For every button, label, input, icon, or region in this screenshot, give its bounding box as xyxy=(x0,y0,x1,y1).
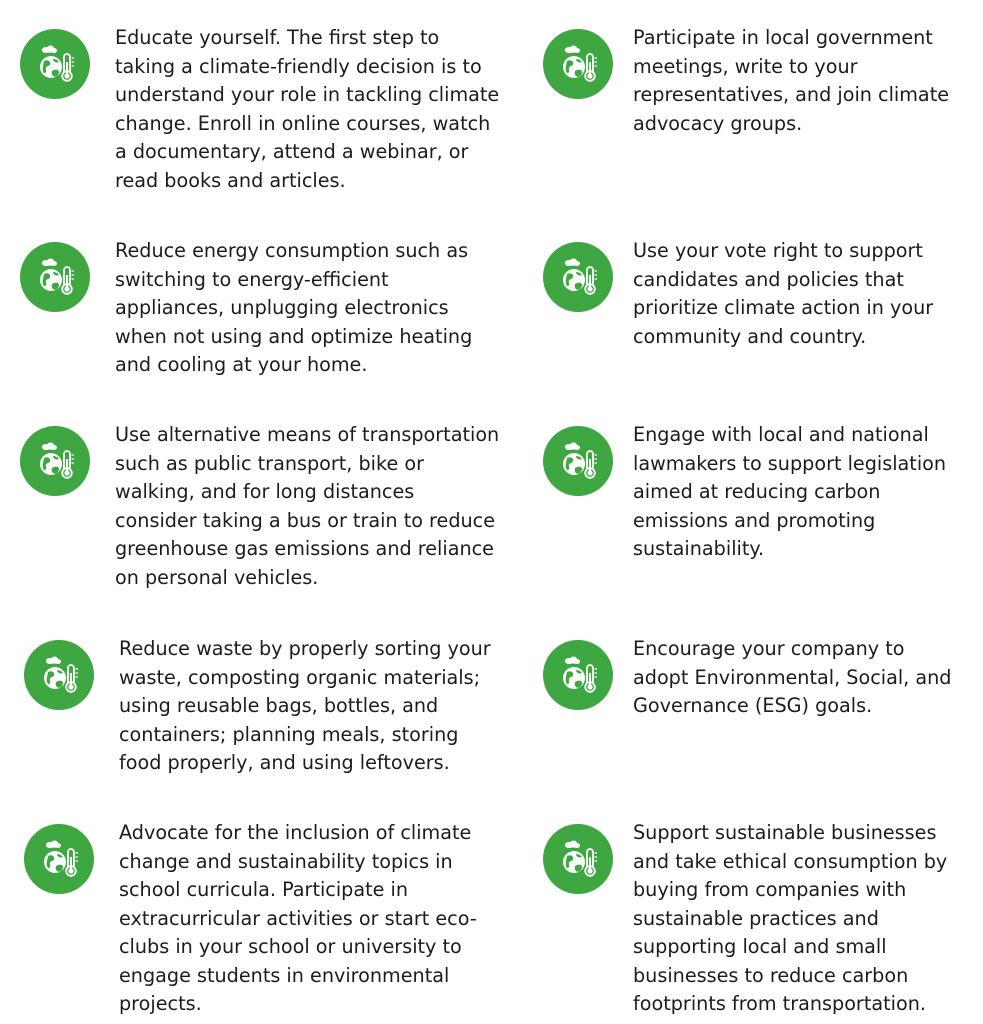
list-item-text: Reduce energy consumption such as switch… xyxy=(115,239,473,376)
climate-thermometer-icon xyxy=(543,426,613,496)
list-item: Support sustainable businesses and take … xyxy=(543,819,963,1019)
list-item: Educate yourself. The first step to taki… xyxy=(20,24,500,195)
climate-thermometer-icon xyxy=(543,242,613,312)
list-item-text: Educate yourself. The first step to taki… xyxy=(115,26,500,192)
climate-thermometer-icon xyxy=(24,640,94,710)
list-item: Engage with local and national lawmakers… xyxy=(543,421,963,564)
list-item-text: Engage with local and national lawmakers… xyxy=(633,423,947,560)
list-item: Reduce waste by properly sorting your wa… xyxy=(24,635,504,778)
list-item: Reduce energy consumption such as switch… xyxy=(20,237,500,380)
list-item: Use alternative means of transportation … xyxy=(20,421,500,592)
climate-thermometer-icon xyxy=(543,824,613,894)
list-item: Encourage your company to adopt Environm… xyxy=(543,635,963,721)
list-item: Advocate for the inclusion of climate ch… xyxy=(24,819,504,1019)
list-item-text: Reduce waste by properly sorting your wa… xyxy=(119,637,491,774)
list-item-text: Participate in local government meetings… xyxy=(633,26,950,135)
list-item: Use your vote right to support candidate… xyxy=(543,237,963,351)
list-item-text: Use alternative means of transportation … xyxy=(115,423,500,589)
climate-thermometer-icon xyxy=(20,426,90,496)
list-item-text: Support sustainable businesses and take … xyxy=(633,821,948,1015)
climate-thermometer-icon xyxy=(543,640,613,710)
list-item-text: Use your vote right to support candidate… xyxy=(633,239,934,348)
climate-thermometer-icon xyxy=(543,29,613,99)
list-item: Participate in local government meetings… xyxy=(543,24,963,138)
list-item-text: Advocate for the inclusion of climate ch… xyxy=(119,821,477,1015)
climate-thermometer-icon xyxy=(24,824,94,894)
climate-thermometer-icon xyxy=(20,29,90,99)
climate-thermometer-icon xyxy=(20,242,90,312)
list-item-text: Encourage your company to adopt Environm… xyxy=(633,637,952,717)
